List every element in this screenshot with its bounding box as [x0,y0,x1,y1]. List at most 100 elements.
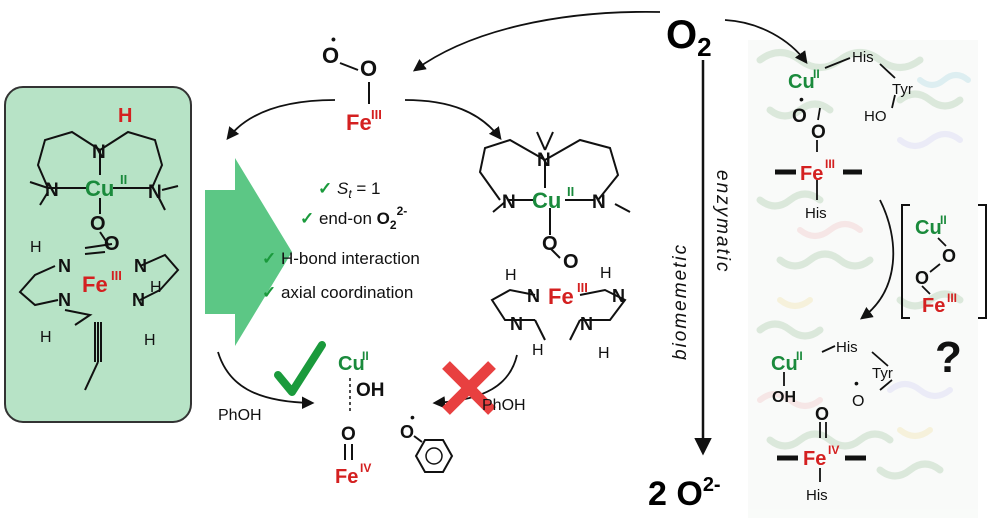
svg-text:His: His [805,205,827,222]
phoh-left-label: PhOH [218,407,262,424]
svg-text:HO: HO [864,108,887,125]
criterion-h-bond: ✓ H-bond interaction [262,249,420,268]
svg-text:H: H [40,329,52,346]
superoxo-iron: O • O Fe III [322,31,382,135]
svg-text:•: • [331,31,336,47]
svg-text:N: N [132,290,145,310]
svg-text:N: N [612,286,625,306]
arc-enzyme-conversion [859,199,895,320]
svg-text:N: N [45,180,59,201]
svg-text:IV: IV [360,461,371,475]
svg-text:II: II [940,213,947,227]
svg-text:N: N [134,256,147,276]
left-complex-panel [4,86,192,423]
enzyme-bottom-site: Cu II His Tyr OH O • O Fe IV His [771,339,893,504]
protein-background [748,40,978,518]
arc-o2-to-superoxo [412,10,661,72]
arc-superoxo-to-left [226,99,336,140]
svg-text:O: O [400,422,414,442]
svg-text:N: N [58,290,71,310]
svg-text:OH: OH [356,380,385,401]
svg-text:H: H [30,239,42,256]
svg-text:II: II [796,349,803,363]
svg-text:Fe: Fe [800,163,823,185]
svg-text:N: N [592,192,606,213]
svg-text:III: III [577,280,588,295]
svg-text:N: N [580,314,593,334]
arc-o2-to-enzyme [724,19,808,65]
svg-text:Cu: Cu [338,353,365,375]
green-transfer-arrow [205,158,292,346]
svg-text:N: N [527,286,540,306]
svg-text:O: O [815,404,829,424]
svg-text:II: II [567,184,574,199]
svg-text:Cu: Cu [915,217,942,239]
svg-text:N: N [510,314,523,334]
svg-text:III: III [825,157,835,171]
svg-text:O: O [811,122,826,143]
svg-text:O: O [341,424,356,445]
arc-superoxo-to-right [404,99,502,140]
svg-text:H: H [598,345,610,362]
svg-text:N: N [92,142,106,163]
svg-text:Fe: Fe [548,284,574,309]
svg-text:O: O [915,268,929,288]
unknown-intermediate-mark: ? [935,333,962,382]
biomimetic-label: biomemetic [670,243,691,360]
svg-text:III: III [111,268,122,283]
svg-text:Fe: Fe [922,295,945,317]
svg-text:Cu: Cu [85,176,114,201]
svg-text:N: N [148,182,162,203]
svg-text:His: His [806,487,828,504]
criterion-spin-state: ✓ St = 1 [318,179,381,201]
failure-cross-icon [442,361,496,415]
left-complex: H N N N Cu II O O N N N N Fe III H H H H [18,105,180,391]
svg-text:O: O [360,56,377,81]
svg-text:•: • [799,91,804,107]
o2-label: O2 [666,13,712,62]
success-check-icon [274,341,326,396]
arc-left-to-product [217,351,315,410]
svg-text:III: III [947,291,957,305]
svg-text:N: N [58,256,71,276]
svg-text:N: N [502,192,516,213]
svg-text:•: • [410,409,415,425]
svg-text:Fe: Fe [346,110,372,135]
criterion-end-on: ✓ end-on O22- [300,204,407,232]
phoh-right-label: PhOH [482,397,526,414]
svg-text:Cu: Cu [771,353,798,375]
enzymatic-label: enzymatic [712,170,733,274]
svg-text:H: H [150,279,162,296]
svg-text:O: O [542,233,558,255]
svg-text:O: O [792,106,807,127]
right-complex: N N N Cu II O O N N N N Fe III H H H H [478,131,631,362]
product-complex: Cu II OH O Fe IV O • [335,349,454,488]
svg-text:Cu: Cu [788,71,815,93]
svg-text:O: O [563,251,579,273]
svg-text:II: II [362,349,369,363]
svg-text:OH: OH [772,389,796,406]
svg-text:His: His [852,49,874,66]
o2-product-label: 2 O2- [648,474,721,513]
svg-text:Tyr: Tyr [872,365,893,382]
svg-text:H: H [505,267,517,284]
svg-text:N: N [537,150,551,171]
svg-text:III: III [371,107,382,122]
enzyme-top-site: His Tyr HO Cu II O • O Fe III His [775,49,913,222]
svg-text:H: H [144,332,156,349]
svg-text:II: II [813,67,820,81]
criteria-list: ✓ St = 1 ✓ end-on O22- ✓ H-bond interact… [262,179,420,302]
svg-text:O: O [942,246,956,266]
svg-text:•: • [854,375,859,391]
svg-text:Fe: Fe [335,466,358,488]
svg-text:Fe: Fe [82,272,108,297]
svg-text:O: O [104,233,120,255]
svg-text:Cu: Cu [532,188,561,213]
criterion-axial: ✓ axial coordination [262,283,413,302]
svg-text:H: H [532,342,544,359]
svg-text:O: O [90,213,106,235]
svg-text:O: O [852,393,864,410]
svg-text:Tyr: Tyr [892,81,913,98]
svg-text:H: H [118,105,132,127]
